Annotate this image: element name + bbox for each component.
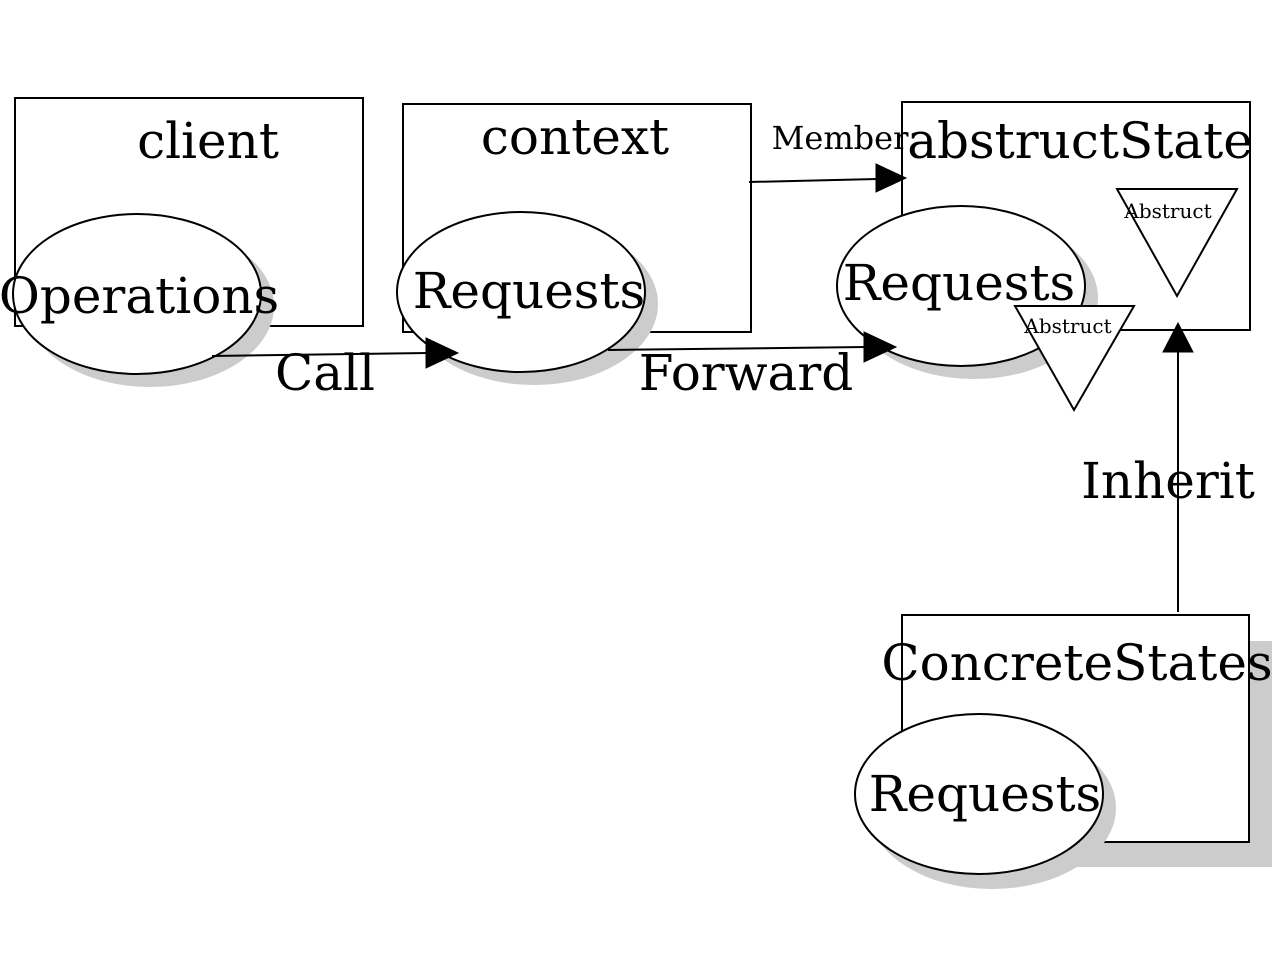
operations-method[interactable]: Operations: [0, 213, 279, 387]
forward-label: Forward: [639, 344, 853, 402]
inherit-arrow: [1162, 321, 1194, 612]
client-class-title: client: [137, 112, 279, 170]
abstract-state-class-title: abstructState: [907, 112, 1253, 170]
member-arrow: [748, 163, 908, 193]
call-label: Call: [275, 344, 375, 402]
context-requests-method[interactable]: Requests: [396, 211, 658, 385]
concrete-requests-method[interactable]: Requests: [854, 713, 1116, 889]
context-requests-method-label: Requests: [413, 262, 645, 320]
abstract-method-marker-label: Abstruct: [1023, 314, 1111, 338]
operations-method-label: Operations: [0, 267, 279, 325]
abstract-requests-method-label: Requests: [843, 254, 1075, 312]
concrete-states-class-title: ConcreteStates: [881, 634, 1272, 692]
call-arrow: [211, 337, 460, 369]
context-class-title: context: [481, 108, 669, 166]
member-label: Member: [772, 119, 909, 157]
concrete-requests-method-label: Requests: [869, 765, 1101, 823]
abstract-class-marker-label: Abstruct: [1123, 199, 1211, 223]
forward-arrow: [607, 331, 898, 363]
inherit-label: Inherit: [1081, 452, 1255, 510]
abstract-method-marker: Abstruct: [1013, 305, 1136, 413]
abstract-class-marker: Abstruct: [1115, 188, 1239, 299]
